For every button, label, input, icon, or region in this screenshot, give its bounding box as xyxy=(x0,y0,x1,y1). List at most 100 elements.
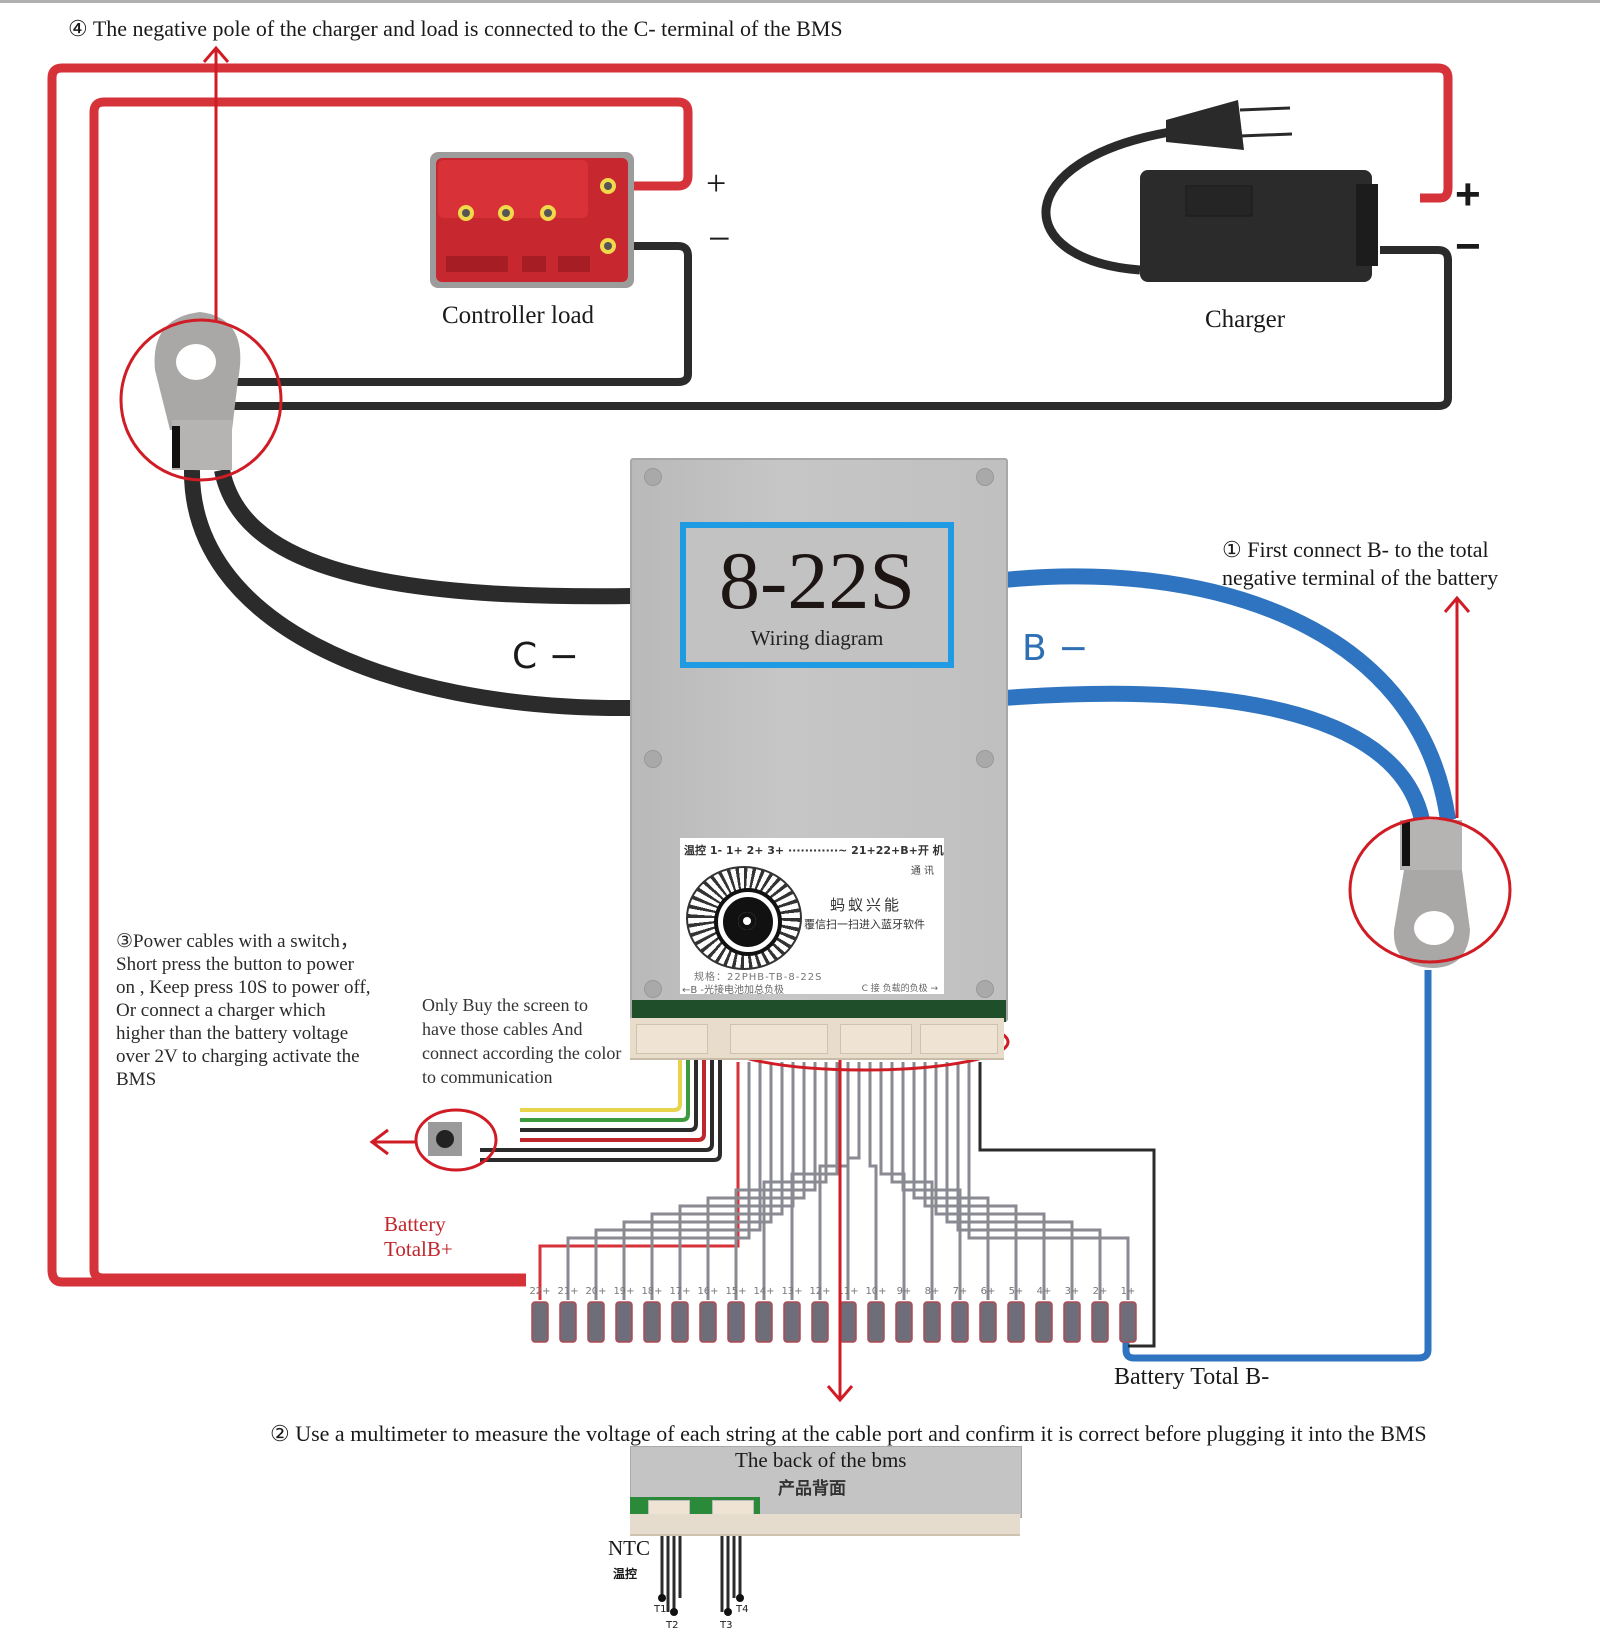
c-minus-cable-upper xyxy=(214,468,633,605)
step1-arrow-icon xyxy=(1443,595,1471,613)
charger-positive-wire xyxy=(47,63,1453,1287)
battery-cell xyxy=(951,1301,969,1343)
controller-load-label: Controller load xyxy=(442,302,595,329)
controller-load-device xyxy=(430,152,634,288)
controller-minus-sign: − xyxy=(708,216,731,261)
cell-label: 20+ xyxy=(585,1286,606,1297)
step4-note: ④ The negative pole of the charger and l… xyxy=(68,16,843,41)
cell-label: 17+ xyxy=(669,1286,690,1297)
battery-cell xyxy=(699,1301,717,1343)
balance-wire xyxy=(594,1062,762,1300)
screw-icon xyxy=(976,980,994,998)
battery-cell xyxy=(727,1301,745,1343)
pinout-line: 温控 1- 1+ 2+ 3+ ············~ 21+22+B+开 机 xyxy=(684,844,944,857)
cell-label: 12+ xyxy=(809,1286,830,1297)
screw-icon xyxy=(644,468,662,486)
balance-wire xyxy=(706,1062,806,1300)
balance-wire xyxy=(622,1062,773,1300)
balance-wire xyxy=(901,1062,962,1300)
step4-arrow-icon xyxy=(202,45,230,63)
battery-cell xyxy=(839,1301,857,1343)
cell-label: 2+ xyxy=(1093,1286,1108,1297)
pcb-edge xyxy=(632,1000,1006,1022)
cell-label: 4+ xyxy=(1037,1286,1052,1297)
battery-cell xyxy=(643,1301,661,1343)
bms-title-frame: 8-22S Wiring diagram xyxy=(680,522,954,668)
cell-label: 13+ xyxy=(781,1286,802,1297)
balance-wire xyxy=(945,1062,1074,1300)
battery-cell xyxy=(867,1301,885,1343)
bms-subtitle: Wiring diagram xyxy=(750,626,884,650)
cell-label: 15+ xyxy=(725,1286,746,1297)
bms-back-rail xyxy=(630,1514,1020,1536)
c-neg-note: C 接 负载的负极 → xyxy=(861,984,938,994)
balance-wire xyxy=(538,1062,740,1300)
step2-note: ② Use a multimeter to measure the voltag… xyxy=(270,1421,1427,1446)
balance-wire xyxy=(868,1062,878,1300)
bms-model-title: 8-22S xyxy=(719,535,915,626)
cell-label: 5+ xyxy=(1009,1286,1024,1297)
cell-label: 7+ xyxy=(953,1286,968,1297)
charger-negative-wire xyxy=(230,246,1452,410)
ntc-label: NTC xyxy=(608,1536,650,1560)
c-minus-ring-terminal xyxy=(154,312,241,470)
c-minus-label: C − xyxy=(512,636,579,677)
comm-label: 通 讯 xyxy=(910,866,934,877)
top-border xyxy=(0,0,1600,3)
cell-label: 1+ xyxy=(1121,1286,1136,1297)
connector xyxy=(730,1024,828,1054)
battery-cell xyxy=(587,1301,605,1343)
probe-label-t4: T4 xyxy=(736,1604,749,1615)
screen-cable-note: Only Buy the screen to have those cables… xyxy=(422,995,622,1087)
screw-icon xyxy=(644,750,662,768)
cell-label: 11+ xyxy=(837,1286,858,1297)
battery-cell xyxy=(671,1301,689,1343)
cell-label: 22+ xyxy=(529,1286,550,1297)
battery-cell xyxy=(1035,1301,1053,1343)
battery-cell xyxy=(895,1301,913,1343)
b-neg-note: ←B -光接电池加总负极 xyxy=(682,985,785,996)
balance-connector-row xyxy=(630,1018,1004,1060)
battery-cell xyxy=(1091,1301,1109,1343)
probe-label-t1: T1 xyxy=(654,1604,667,1615)
balance-wires xyxy=(538,1062,1156,1348)
b-minus-highlight-circle xyxy=(1348,816,1512,964)
cell-label: 3+ xyxy=(1065,1286,1080,1297)
charger-device xyxy=(1041,100,1378,282)
qr-code-icon xyxy=(686,866,802,970)
balance-wire xyxy=(934,1062,1046,1300)
b-minus-cable-upper xyxy=(1003,568,1456,822)
b-minus-sense-wire xyxy=(978,1062,1156,1348)
battery-cell xyxy=(615,1301,633,1343)
battery-cell xyxy=(1119,1301,1137,1343)
balance-wire xyxy=(912,1062,990,1300)
screw-icon xyxy=(976,750,994,768)
battery-cell xyxy=(1007,1301,1025,1343)
screw-icon xyxy=(644,980,662,998)
battery-total-b-minus-label: Battery Total B- xyxy=(1114,1364,1270,1390)
probe-label-t2: T2 xyxy=(666,1620,679,1631)
spec-line: 规格：22PHB-TB-8-22S xyxy=(694,972,823,983)
balance-wire xyxy=(734,1062,817,1300)
balance-wire xyxy=(762,1062,828,1300)
ntc-label-cn: 温控 xyxy=(613,1567,638,1581)
cell-label: 6+ xyxy=(981,1286,996,1297)
screw-icon xyxy=(976,468,994,486)
battery-cell xyxy=(531,1301,549,1343)
cell-label: 18+ xyxy=(641,1286,662,1297)
step2-arrow-icon xyxy=(826,1385,854,1403)
cell-label: 21+ xyxy=(557,1286,578,1297)
controller-negative-wire xyxy=(230,242,692,386)
balance-wire xyxy=(967,1062,1130,1300)
c-minus-cable-lower xyxy=(183,469,633,717)
bms-back-label: The back of the bms xyxy=(735,1448,907,1472)
bms-back-label-cn: 产品背面 xyxy=(778,1479,846,1499)
switch-cables xyxy=(480,1060,722,1162)
battery-total-b-plus-label: Battery TotalB+ xyxy=(384,1212,453,1261)
balance-wire xyxy=(956,1062,1102,1300)
balance-wire xyxy=(890,1062,934,1300)
probe-label-t3: T3 xyxy=(720,1620,733,1631)
balance-wire xyxy=(650,1062,784,1300)
b-minus-cable-lower xyxy=(1003,685,1430,822)
scan-hint: 覆信扫一扫进入蓝牙软件 xyxy=(804,918,925,931)
